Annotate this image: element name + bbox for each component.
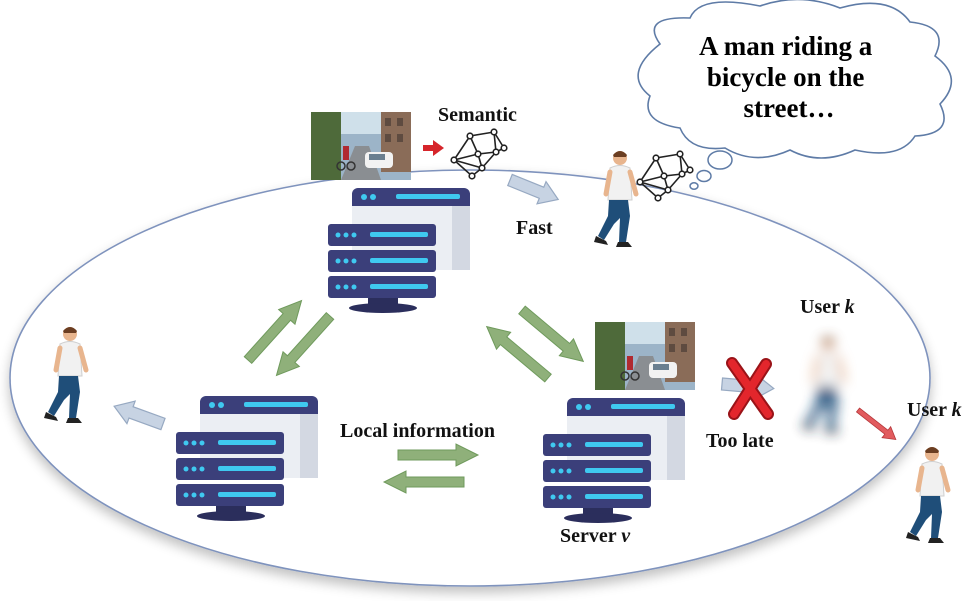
thought-cloud: A man riding a bicycle on the street… (637, 0, 953, 190)
too-late-label: Too late (706, 430, 774, 452)
fast-label: Fast (516, 217, 553, 239)
semantic-label: Semantic (438, 104, 517, 126)
thought-line-3: street… (744, 93, 835, 123)
coverage-ellipse (9, 169, 931, 587)
street-photo-icon-right (594, 321, 696, 391)
thought-line-1: A man riding a (699, 31, 873, 61)
walking-person-icon-right (906, 447, 948, 543)
thought-text: A man riding a bicycle on the street… (699, 31, 879, 123)
street-photo-icon (310, 111, 412, 181)
user-k-label-2: User k (907, 399, 962, 421)
server-v-label: Server v (560, 525, 631, 547)
thought-line-2: bicycle on the (707, 62, 864, 92)
user-k-label: User k (800, 296, 855, 318)
red-move-arrow-icon (855, 407, 897, 441)
red-arrow-icon (423, 140, 444, 156)
x-mark-icon (726, 357, 774, 420)
local-information-label: Local information (340, 420, 495, 442)
